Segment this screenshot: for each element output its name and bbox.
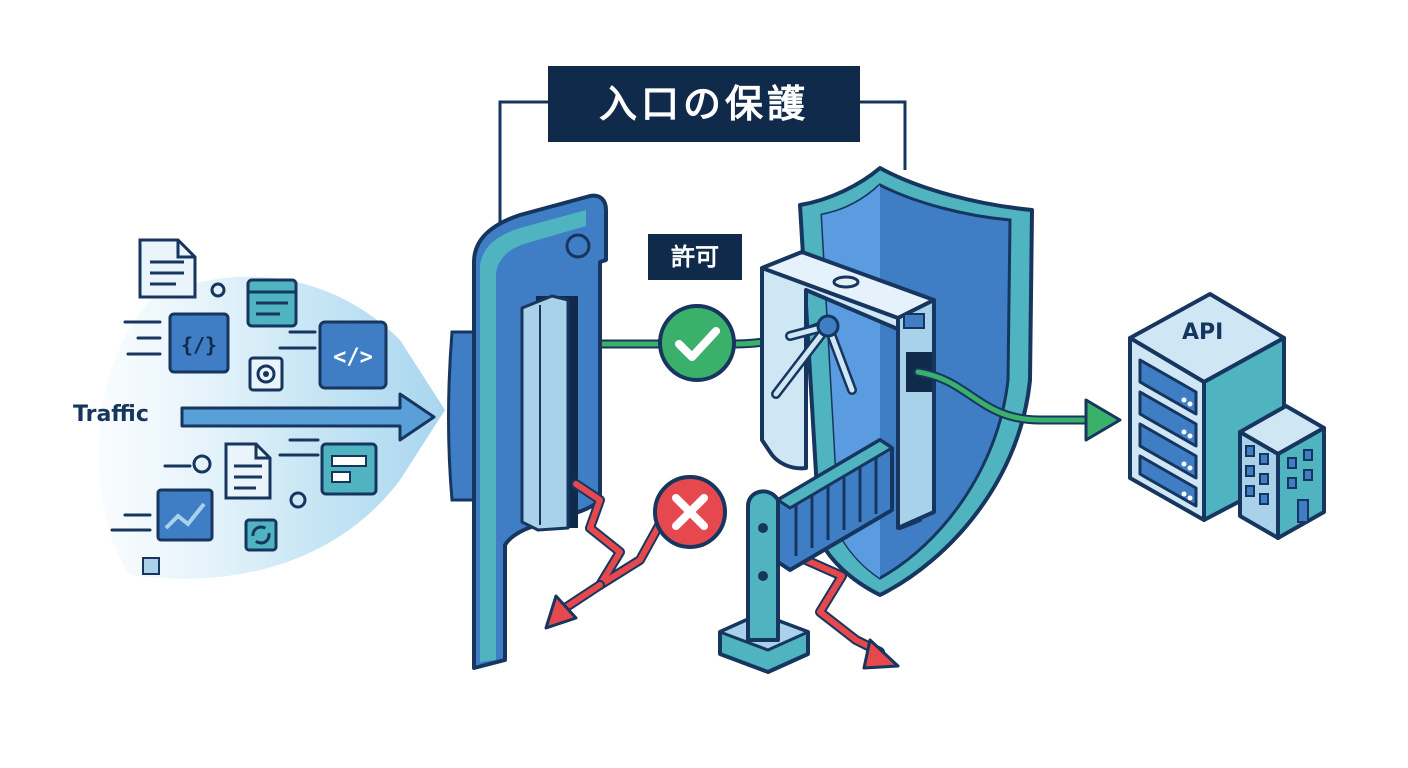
title-bracket bbox=[498, 100, 907, 230]
browser-icon bbox=[320, 442, 378, 496]
svg-text:</>: </> bbox=[333, 345, 373, 370]
traffic-label: Traffic bbox=[73, 402, 149, 427]
server-building-icon bbox=[1128, 292, 1326, 540]
allow-label: 許可 bbox=[648, 234, 742, 280]
diagram-title: 入口の保護 bbox=[548, 66, 860, 142]
svg-text:{/}: {/} bbox=[181, 333, 217, 357]
check-circle-icon bbox=[658, 304, 736, 382]
barrier-gate-icon bbox=[718, 438, 894, 674]
denied-path bbox=[544, 479, 900, 670]
chart-icon bbox=[156, 488, 214, 542]
entry-portal bbox=[447, 193, 608, 670]
document-icon bbox=[138, 238, 197, 299]
document-icon bbox=[224, 442, 272, 500]
traffic-arrow bbox=[180, 392, 436, 442]
gear-icon bbox=[248, 356, 284, 392]
code-icon: </> bbox=[318, 320, 388, 390]
turnstile-gate-icon bbox=[760, 250, 936, 530]
browser-icon bbox=[246, 278, 298, 328]
refresh-icon bbox=[244, 518, 278, 552]
x-circle-icon bbox=[653, 475, 727, 549]
api-label: API bbox=[1182, 320, 1224, 345]
allowed-exit-path bbox=[913, 367, 1122, 442]
code-icon: {/} bbox=[168, 312, 230, 374]
